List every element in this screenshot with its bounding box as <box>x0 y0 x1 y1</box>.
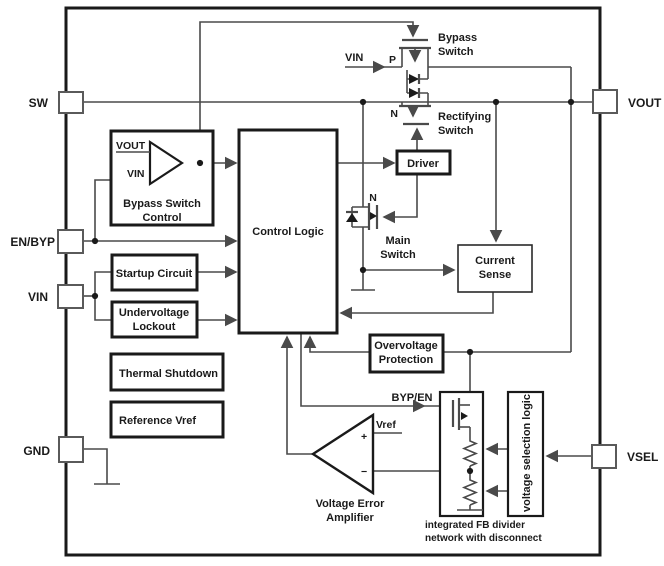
ground-icon-fb-divider <box>457 505 483 511</box>
error-amplifier-label-2: Amplifier <box>326 512 374 524</box>
main-switch-label-2: Switch <box>380 249 416 261</box>
comparator-icon <box>116 139 185 187</box>
rectifying-switch-label-1: Rectifying <box>438 111 491 123</box>
fb-divider-caption-2: network with disconnect <box>425 533 542 544</box>
minus-sign: − <box>361 466 367 478</box>
signal-wires <box>83 21 593 498</box>
fb-resistor-bottom-icon <box>461 477 479 506</box>
rectifying-switch-nmos-icon <box>399 102 431 126</box>
vin-supply-label: VIN <box>345 52 363 64</box>
block-current-sense: Current Sense <box>457 244 533 293</box>
vref-label: Vref <box>376 419 396 431</box>
main-switch-nmos-icon <box>346 203 379 230</box>
error-amplifier-icon: + − <box>310 412 375 496</box>
driver-label: Driver <box>407 158 440 170</box>
bypass-switch-pmos-icon <box>399 38 431 67</box>
pin-en-byp-label: EN/BYP <box>10 235 55 249</box>
device-outline <box>64 6 602 557</box>
current-sense-label-1: Current <box>475 255 515 267</box>
fb-divider-caption-1: integrated FB divider <box>425 520 525 531</box>
block-thermal-shutdown: Thermal Shutdown <box>109 352 225 392</box>
undervoltage-lockout-label-2: Lockout <box>133 321 176 333</box>
block-fb-divider <box>438 390 485 518</box>
pin-vsel: VSEL <box>591 444 658 469</box>
block-overvoltage-protection: Overvoltage Protection <box>368 333 445 374</box>
pin-vin: VIN <box>28 284 84 309</box>
overvoltage-protection-label-1: Overvoltage <box>374 340 438 352</box>
voltage-selection-logic-label: voltage selection logic <box>521 394 533 512</box>
pin-en-byp: EN/BYP <box>10 229 84 254</box>
block-voltage-selection-logic: voltage selection logic <box>506 390 545 518</box>
main-switch-label-1: Main <box>385 235 410 247</box>
block-undervoltage-lockout: Undervoltage Lockout <box>110 300 199 339</box>
pin-vin-label: VIN <box>28 290 48 304</box>
undervoltage-lockout-label-1: Undervoltage <box>119 307 189 319</box>
reference-vref-label: Reference Vref <box>119 415 196 427</box>
pin-sw-label: SW <box>29 96 49 110</box>
overvoltage-protection-label-2: Protection <box>379 354 434 366</box>
rectifying-switch-label-2: Switch <box>438 125 474 137</box>
comparator-input-vin-label: VIN <box>127 168 145 180</box>
bypass-switch-control-label-2: Control <box>142 212 181 224</box>
pin-gnd-label: GND <box>23 444 50 458</box>
block-control-logic: Control Logic <box>237 128 339 335</box>
bypass-switch-label-2: Switch <box>438 46 474 58</box>
fb-disconnect-pmos-icon <box>451 398 471 438</box>
comparator-input-vout-label: VOUT <box>116 140 146 152</box>
fb-resistor-top-icon <box>461 438 479 467</box>
pin-vout-label: VOUT <box>628 96 662 110</box>
free-labels: Bypass Switch Rectifying Switch Main Swi… <box>316 32 543 544</box>
body-diode-icons <box>406 67 429 102</box>
control-logic-label: Control Logic <box>252 226 324 238</box>
junction-dots <box>91 98 575 475</box>
n-main-label: N <box>369 192 377 204</box>
current-sense-label-2: Sense <box>479 269 511 281</box>
block-driver: Driver <box>395 149 452 176</box>
block-reference-vref: Reference Vref <box>109 400 225 439</box>
thermal-shutdown-label: Thermal Shutdown <box>119 368 218 380</box>
byp-en-label: BYP/EN <box>392 392 433 404</box>
bypass-switch-control-label-1: Bypass Switch <box>123 198 201 210</box>
block-startup-circuit: Startup Circuit <box>110 253 199 292</box>
pin-sw: SW <box>29 91 84 114</box>
pin-vout: VOUT <box>592 89 662 114</box>
pin-gnd: GND <box>23 436 84 463</box>
plus-sign: + <box>361 431 367 443</box>
p-channel-label: P <box>389 54 396 66</box>
block-bypass-switch-control: VOUT VIN Bypass Switch Control <box>109 129 215 227</box>
pin-vsel-label: VSEL <box>627 450 658 464</box>
startup-circuit-label: Startup Circuit <box>116 268 193 280</box>
bypass-switch-label-1: Bypass <box>438 32 477 44</box>
n-rectifying-label: N <box>390 108 398 120</box>
error-amplifier-label-1: Voltage Error <box>316 498 386 510</box>
